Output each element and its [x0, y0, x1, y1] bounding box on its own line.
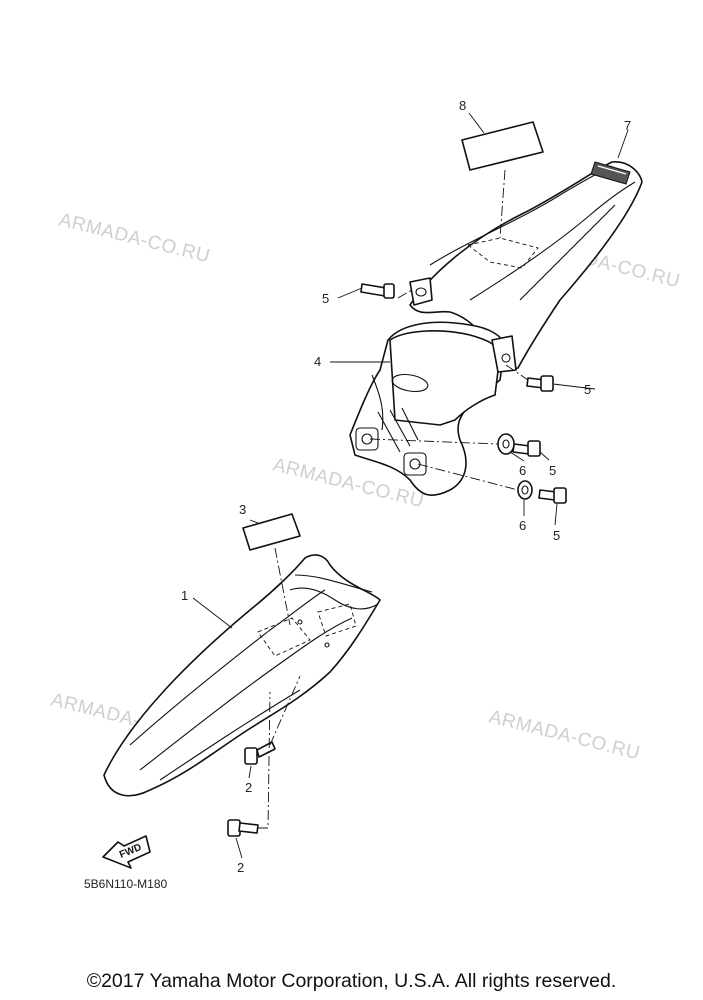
callout-5-b: 5 — [584, 382, 591, 397]
diagram-code: 5B6N110-M180 — [84, 877, 167, 891]
callout-2-a: 2 — [245, 780, 252, 795]
bolt-5-mid — [512, 440, 541, 457]
leader-lines — [192, 112, 629, 859]
callout-6-b: 6 — [519, 518, 526, 533]
callout-1: 1 — [181, 588, 188, 603]
fwd-arrow: FWD — [102, 835, 151, 869]
callout-labels: 8 7 5 4 5 6 5 6 5 3 1 2 2 — [181, 98, 631, 875]
rear-fender — [409, 161, 643, 370]
front-fender — [103, 554, 381, 797]
watermark-5: ARMADA-CO.RU — [487, 706, 642, 764]
callout-5-a: 5 — [322, 291, 329, 306]
watermark-1: ARMADA-CO.RU — [57, 209, 212, 267]
bolt-2-lower — [227, 819, 259, 837]
bolt-5-low — [538, 487, 567, 504]
bolt-5-right — [526, 375, 554, 392]
callout-7: 7 — [624, 118, 631, 133]
callout-6-a: 6 — [519, 463, 526, 478]
callout-5-d: 5 — [553, 528, 560, 543]
mudguard-flap — [349, 321, 517, 496]
bolt-2-upper — [244, 741, 276, 765]
callout-2-b: 2 — [237, 860, 244, 875]
callout-3: 3 — [239, 502, 246, 517]
bolt-5-upper-left — [360, 283, 395, 299]
collar-6-upper — [497, 433, 515, 455]
copyright-text: ©2017 Yamaha Motor Corporation, U.S.A. A… — [86, 970, 617, 992]
collar-6-lower — [517, 480, 533, 500]
callout-8: 8 — [459, 98, 466, 113]
callout-4: 4 — [314, 354, 321, 369]
callout-5-c: 5 — [549, 463, 556, 478]
decal-8 — [461, 121, 544, 171]
decal-3 — [242, 513, 301, 551]
